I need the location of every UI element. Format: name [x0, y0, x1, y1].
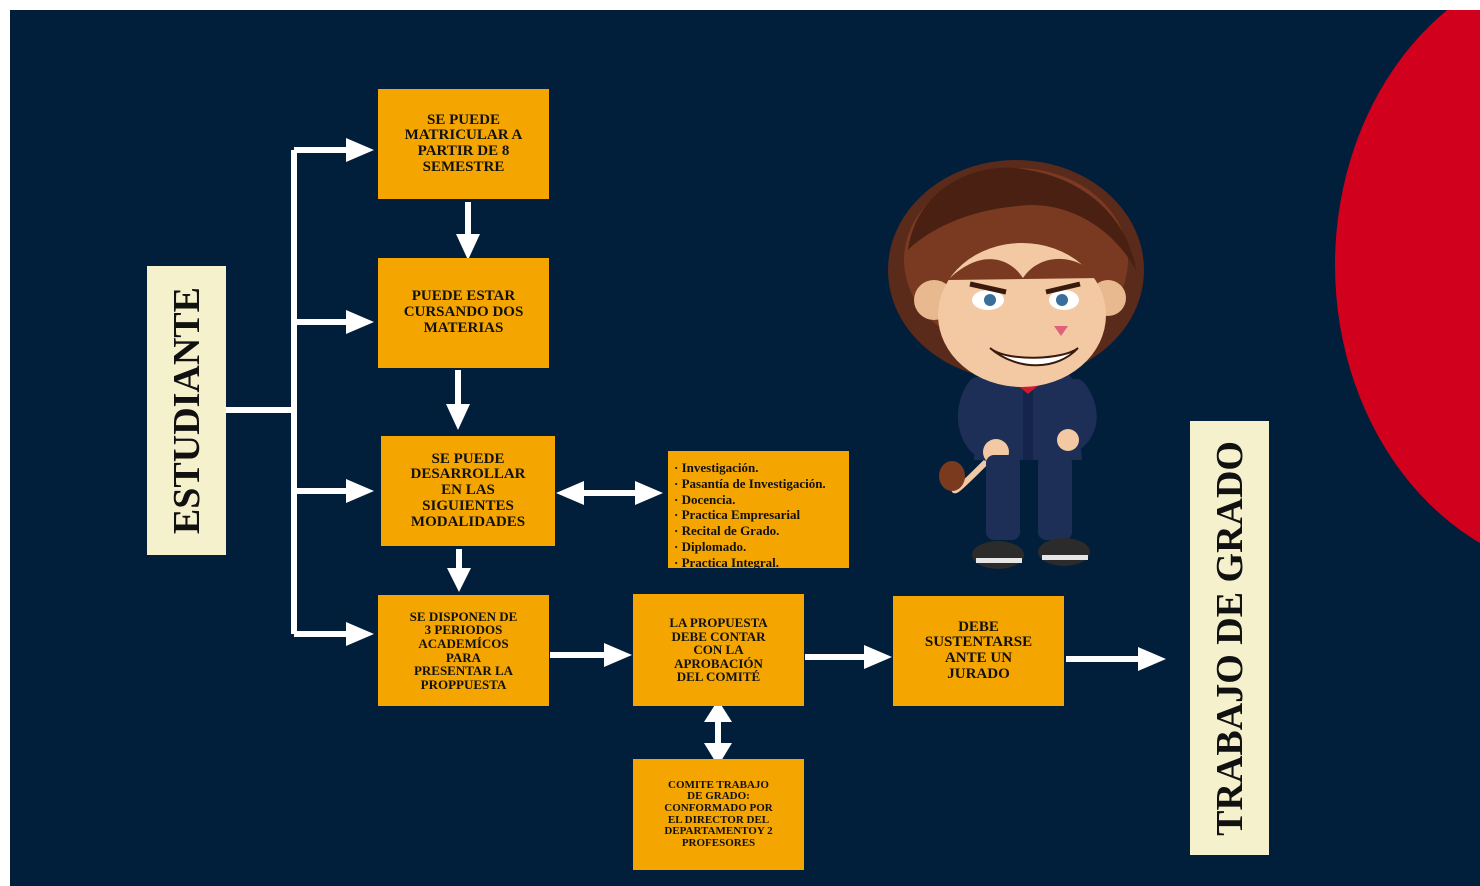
box-cursando: PUEDE ESTAR CURSANDO DOS MATERIAS [378, 258, 549, 368]
modalidad-item: · Recital de Grado. [674, 523, 780, 539]
box-sustentar: DEBE SUSTENTARSE ANTE UN JURADO [893, 596, 1064, 706]
trabajo-de-grado-label: TRABAJO DE GRADO [1190, 421, 1269, 855]
trabajo-de-grado-text: TRABAJO DE GRADO [1208, 440, 1251, 836]
box-periodos: SE DISPONEN DE 3 PERIODOS ACADEMÍCOS PAR… [378, 595, 549, 706]
modalidad-item: · Diplomado. [674, 538, 747, 554]
box-comite-text: COMITE TRABAJO DE GRADO: CONFORMADO POR … [664, 778, 773, 849]
box-periodos-text: SE DISPONEN DE 3 PERIODOS ACADEMÍCOS PAR… [409, 608, 518, 692]
box-aprobacion-text: LA PROPUESTA DEBE CONTAR CON LA APROBACI… [669, 614, 768, 685]
modalidad-item: · Practica Integral. [674, 554, 780, 568]
modalidad-item: · Pasantía de Investigación. [674, 475, 826, 491]
box-matricular: SE PUEDE MATRICULAR A PARTIR DE 8 SEMEST… [378, 89, 549, 199]
box-comite: COMITE TRABAJO DE GRADO: CONFORMADO POR … [633, 759, 804, 870]
slide: ESTUDIANTE TRABAJO DE GRADO SE PUEDE MAT… [10, 10, 1480, 886]
box-modalidades: SE PUEDE DESARROLLAR EN LAS SIGUIENTES M… [381, 436, 555, 546]
lion-mascot-illustration [888, 160, 1144, 569]
modalidad-item: · Practica Empresarial [674, 507, 801, 523]
arrows-layer [226, 138, 1166, 766]
modalidad-item: · Investigación. [674, 460, 759, 475]
box-matricular-text: SE PUEDE MATRICULAR A PARTIR DE 8 SEMEST… [404, 111, 523, 175]
modalidad-item: · Docencia. [674, 491, 736, 507]
estudiante-text: ESTUDIANTE [165, 286, 208, 535]
box-cursando-text: PUEDE ESTAR CURSANDO DOS MATERIAS [403, 288, 524, 336]
estudiante-label: ESTUDIANTE [147, 266, 226, 555]
box-modalidades-text: SE PUEDE DESARROLLAR EN LAS SIGUIENTES M… [410, 450, 526, 530]
modalidades-list: · Investigación. · Pasantía de Investiga… [674, 460, 849, 568]
modalidades-list-box: · Investigación. · Pasantía de Investiga… [668, 451, 849, 568]
box-sustentar-text: DEBE SUSTENTARSE ANTE UN JURADO [924, 618, 1033, 682]
box-aprobacion: LA PROPUESTA DEBE CONTAR CON LA APROBACI… [633, 594, 804, 706]
